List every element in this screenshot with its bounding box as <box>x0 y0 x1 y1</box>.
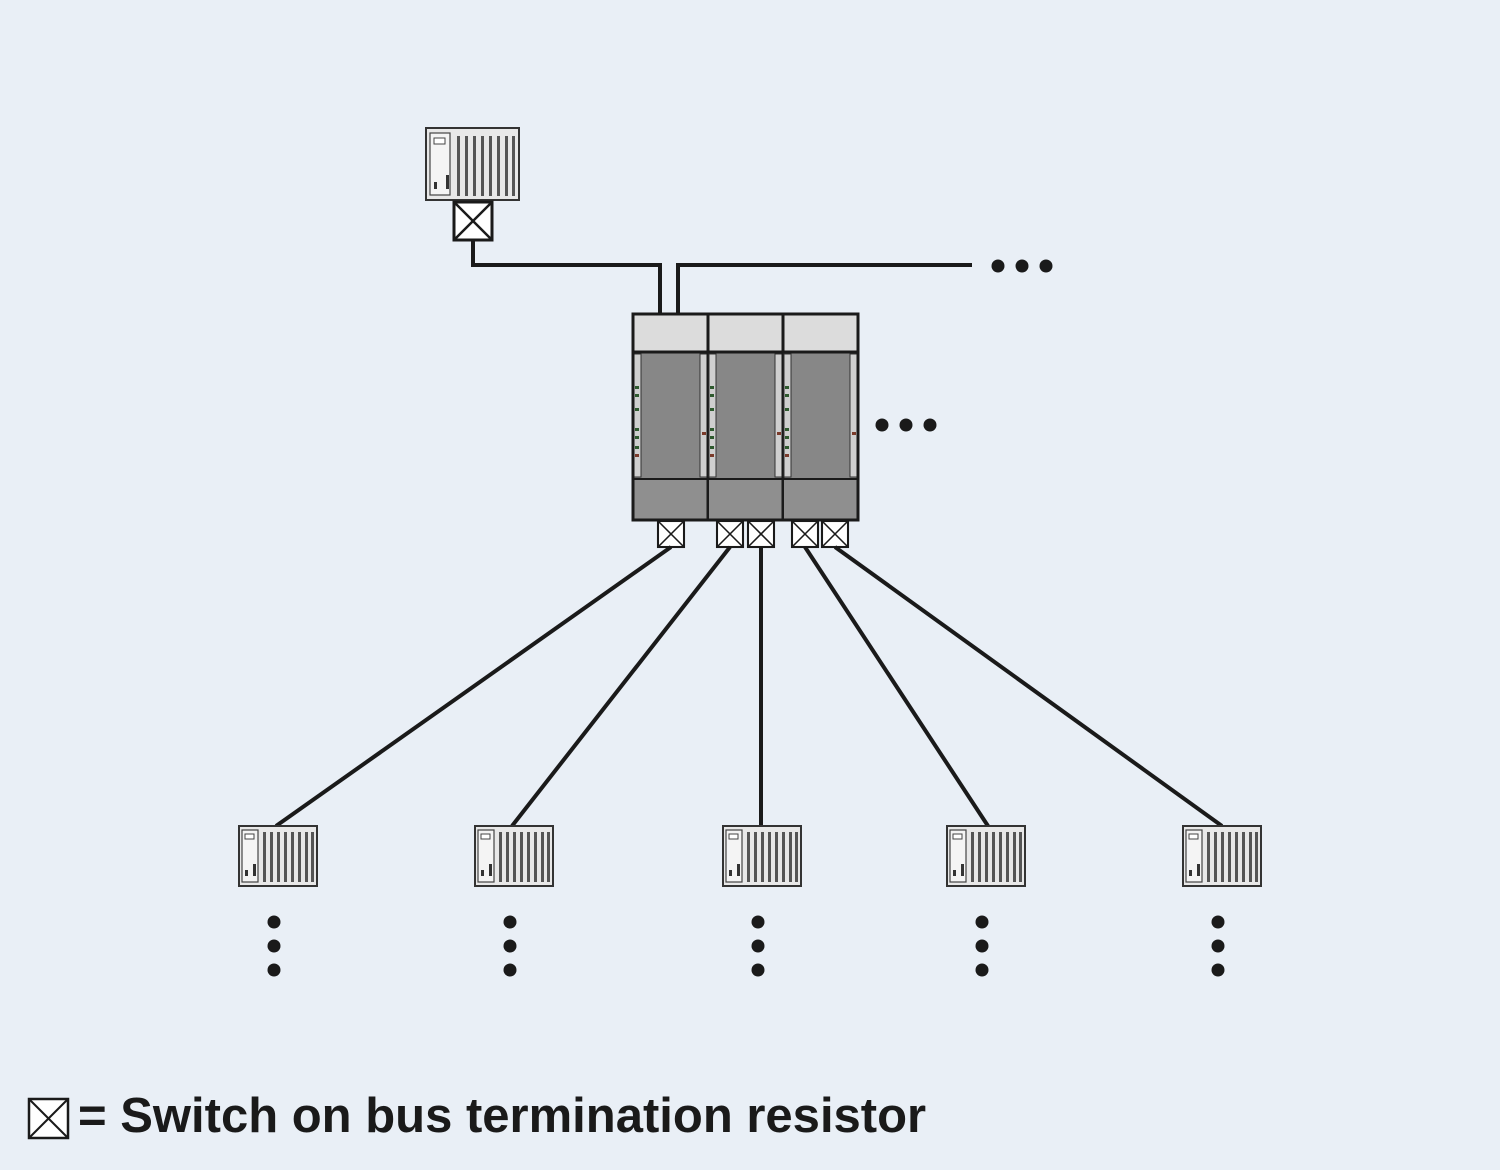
repeater-termination-switch-icon <box>746 519 776 549</box>
repeater-termination-switch-icon <box>656 519 686 549</box>
bus-segment <box>274 545 1224 828</box>
repeater-termination-switch-icon <box>820 519 850 549</box>
repeater-module <box>706 312 785 522</box>
slave-device <box>722 825 802 887</box>
termination-switch-icon <box>27 1097 70 1140</box>
bus-continuation-dots <box>991 259 1053 273</box>
slave-chain-continuation-dots <box>267 915 1225 977</box>
legend-label: = Switch on bus termination resistor <box>78 1089 927 1143</box>
repeater-module <box>781 312 860 522</box>
repeater-termination-switch-icon <box>715 519 745 549</box>
repeater-module <box>631 312 710 522</box>
repeater-frame <box>631 312 860 522</box>
bus-line <box>471 240 972 314</box>
repeater-termination-switch-icon <box>790 519 820 549</box>
master-termination-switch-icon <box>452 200 494 242</box>
slave-device <box>238 825 318 887</box>
master-device <box>425 127 520 201</box>
module-continuation-dots <box>875 418 937 432</box>
slave-device <box>946 825 1026 887</box>
slave-device <box>1182 825 1262 887</box>
slave-device <box>474 825 554 887</box>
